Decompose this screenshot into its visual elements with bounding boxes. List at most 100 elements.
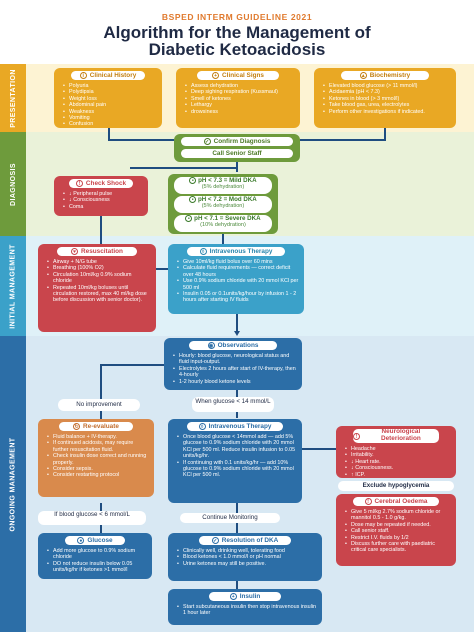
connector-line [100, 216, 102, 244]
signs-icon: + [212, 72, 220, 79]
gauge-icon: • [189, 177, 197, 184]
connector-line [236, 390, 238, 398]
resuscitation-box: ♥ Resuscitation Airway + N/G tube Breath… [38, 244, 156, 332]
clinical-history-box: i Clinical History Polyuria Polydipsia W… [54, 68, 162, 128]
check-icon: ✓ [203, 138, 211, 145]
initial-iv-therapy-list: Give 10ml/kg fluid bolus over 60 mins Ca… [173, 259, 299, 304]
connector-line [100, 364, 102, 400]
cerebral-oedema-box: ! Cerebral Oedema Give 5 ml/kg 2.7% sodi… [336, 494, 456, 566]
ongoing-band-label: ONGOING MANAGEMENT [0, 336, 26, 632]
if-glucose-label: If blood glucose < 6 mmol/L [38, 511, 146, 525]
observations-box: ◉ Observations Hourly: blood glucose, ne… [164, 338, 302, 390]
severe-dka-label: pH < 7.1 = Severe DKA [194, 215, 261, 222]
mild-dka-sub: (5% dehydration) [201, 184, 245, 190]
biochemistry-box: ▲ Biochemistry Elevated blood glucose (>… [314, 68, 456, 128]
neuro-deterioration-list: Headache Irritability. ↓ Heart rate. ↓ C… [341, 446, 451, 478]
resuscitation-title: ♥ Resuscitation [57, 247, 137, 256]
drop-icon: ● [77, 537, 85, 544]
exclude-hypoglycemia-label: Exclude hypoglycemia [338, 481, 454, 491]
connector-line [100, 411, 102, 419]
neuro-deterioration-box: ! Neurological Deterioration Headache Ir… [336, 426, 456, 478]
resolution-box: ✓ Resolution of DKA Clinically well, dri… [168, 533, 322, 581]
clinical-history-title: i Clinical History [71, 71, 145, 80]
biochemistry-list: Elevated blood glucose (> 11 mmol/l) Aci… [319, 83, 451, 115]
call-senior-pill: Call Senior Staff [181, 149, 293, 158]
connector-line [236, 581, 238, 589]
clinical-signs-title: + Clinical Signs [197, 71, 279, 80]
connector-line [108, 128, 110, 140]
moderate-dka-sub: (5% dehydration) [201, 203, 245, 209]
connector-line [100, 525, 102, 533]
drip-icon: ◊ [199, 248, 207, 255]
connector-line [236, 412, 238, 418]
brain-icon: ! [353, 432, 360, 440]
connector-line [384, 128, 386, 140]
insulin-title: + Insulin [209, 592, 281, 601]
initial-band-label: INITIAL MANAGEMENT [0, 236, 26, 336]
check-shock-list: ↓ Peripheral pulse ↓ Consciousness Coma [59, 191, 143, 211]
moderate-dka-label: pH < 7.2 = Mod DKA [197, 196, 257, 203]
mild-dka-card: • pH < 7.3 = Mild DKA (5% dehydration) [174, 177, 272, 194]
connector-line [300, 139, 386, 141]
check-shock-box: ! Check Shock ↓ Peripheral pulse ↓ Consc… [54, 176, 148, 216]
check-shock-title: ! Check Shock [69, 179, 133, 188]
connector-line [236, 314, 238, 332]
eye-icon: ◉ [207, 342, 215, 349]
glucose-list: Add more glucose to 0.9% sodium chloride… [43, 548, 147, 574]
heart-icon: ♥ [71, 248, 79, 255]
arrow-head [234, 331, 240, 336]
glucose-title: ● Glucose [65, 536, 125, 545]
mild-dka-label: pH < 7.3 = Mild DKA [198, 177, 257, 184]
check-icon: ✓ [211, 537, 219, 544]
no-improvement-label: No improvement [58, 399, 140, 411]
initial-iv-therapy-box: ◊ Intravenous Therapy Give 10ml/kg fluid… [168, 244, 304, 314]
neuro-deterioration-title: ! Neurological Deterioration [353, 429, 439, 443]
refresh-icon: ↻ [73, 423, 81, 430]
clinical-history-list: Polyuria Polydipsia Weight loss Abdomina… [59, 83, 157, 128]
observations-title: ◉ Observations [189, 341, 277, 350]
syringe-icon: + [229, 593, 237, 600]
page-title: Algorithm for the Management of Diabetic… [0, 24, 474, 58]
connector-line [302, 448, 336, 450]
cerebral-oedema-list: Give 5 ml/kg 2.7% sodium chloride or man… [341, 509, 451, 554]
continue-monitoring-label: Continue Monitoring [180, 513, 280, 523]
connector-line [236, 523, 238, 533]
reevaluate-box: ↻ Re-evaluate Fluid balance + IV-therapy… [38, 419, 154, 497]
clinical-signs-list: Assess dehydration Deep sighing respirat… [181, 83, 295, 115]
connector-line [236, 503, 238, 513]
confirm-diagnosis-box: ✓ Confirm Diagnosis Call Senior Staff [174, 134, 300, 162]
alert-icon: ! [75, 180, 83, 187]
severe-dka-card: • pH < 7.1 = Severe DKA (10% dehydration… [174, 215, 272, 232]
presentation-band-label: PRESENTATION [0, 64, 26, 132]
biochemistry-title: ▲ Biochemistry [341, 71, 429, 80]
connector-line [108, 139, 174, 141]
reevaluate-list: Fluid balance + IV-therapy. If continued… [43, 434, 149, 479]
resolution-list: Clinically well, drinking well, tolerati… [173, 548, 317, 568]
diagnosis-band-label: DIAGNOSIS [0, 132, 26, 236]
connector-line [130, 167, 238, 169]
resolution-title: ✓ Resolution of DKA [199, 536, 291, 545]
connector-line [100, 503, 102, 513]
brain-icon: ! [364, 498, 372, 505]
insulin-list: Start subcutaneous insulin then stop int… [173, 604, 317, 617]
observations-list: Hourly: blood glucose, neurological stat… [169, 353, 297, 385]
clinical-signs-box: + Clinical Signs Assess dehydration Deep… [176, 68, 300, 128]
when-glucose-label: When glucose < 14 mmol/L [192, 397, 274, 412]
ongoing-iv-therapy-box: ◊ Intravenous Therapy Once blood glucose… [168, 419, 302, 503]
title-line-2: Diabetic Ketoacidosis [148, 40, 326, 59]
severe-dka-sub: (10% dehydration) [200, 222, 246, 228]
drip-icon: ◊ [198, 423, 206, 430]
ongoing-iv-therapy-title: ◊ Intravenous Therapy [187, 422, 283, 431]
guideline-label: BSPED INTERM GUIDELINE 2021 [161, 12, 313, 22]
gauge-icon: • [189, 196, 197, 203]
moderate-dka-card: • pH < 7.2 = Mod DKA (5% dehydration) [174, 196, 272, 213]
title-line-1: Algorithm for the Management of [103, 23, 371, 42]
glucose-box: ● Glucose Add more glucose to 0.9% sodiu… [38, 533, 152, 579]
connector-line [222, 234, 224, 244]
history-icon: i [79, 72, 87, 79]
insulin-box: + Insulin Start subcutaneous insulin the… [168, 589, 322, 625]
connector-line [100, 364, 164, 366]
confirm-diagnosis-pill: ✓ Confirm Diagnosis [181, 137, 293, 146]
initial-iv-therapy-title: ◊ Intravenous Therapy [187, 247, 285, 256]
cerebral-oedema-title: ! Cerebral Oedema [353, 497, 439, 506]
